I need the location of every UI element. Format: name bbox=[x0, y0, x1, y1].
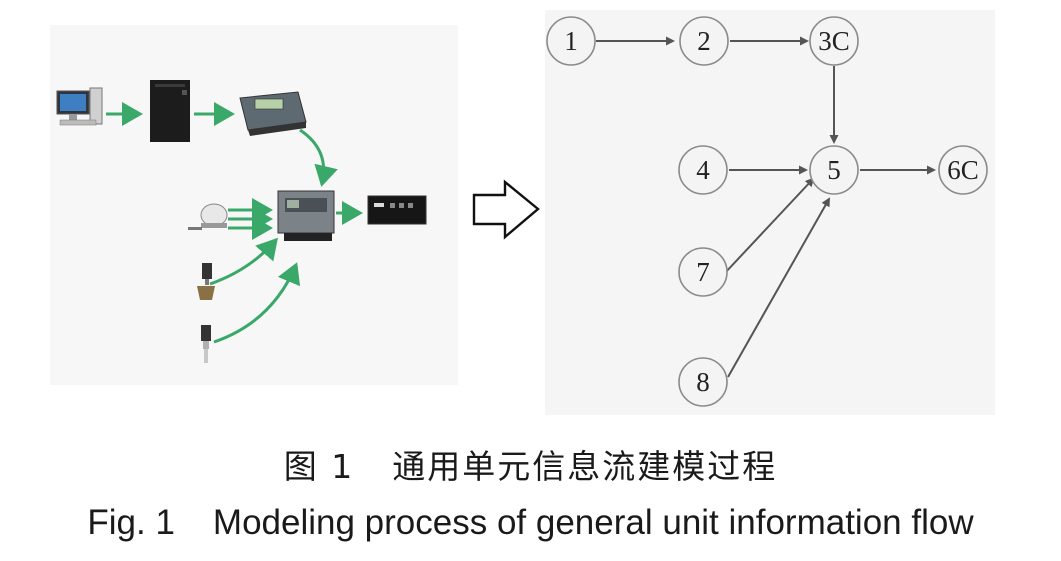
edge-8-5 bbox=[727, 197, 830, 378]
right-panel bbox=[545, 10, 995, 415]
desktop-computer-icon bbox=[56, 87, 103, 126]
output-box-icon bbox=[367, 195, 427, 225]
node-4: 4 bbox=[678, 145, 728, 195]
processing-unit-icon bbox=[277, 190, 335, 241]
caption-cn-number: 图 1 bbox=[283, 447, 355, 486]
controller-module-icon bbox=[239, 91, 307, 136]
node-6c: 6C bbox=[938, 145, 988, 195]
edge-7-5 bbox=[723, 177, 815, 275]
node-7: 7 bbox=[678, 247, 728, 297]
node-1: 1 bbox=[546, 16, 596, 66]
node-5: 5 bbox=[809, 145, 859, 195]
caption-cn-title: 通用单元信息流建模过程 bbox=[392, 447, 778, 486]
probe-sensor-icon bbox=[201, 325, 211, 363]
flow-arrow-probe-unit bbox=[213, 262, 301, 344]
node-7-label: 7 bbox=[696, 257, 710, 287]
hollow-arrow-icon bbox=[472, 179, 540, 240]
graph-edges bbox=[596, 36, 936, 378]
valve-sensor-icon bbox=[197, 263, 215, 300]
server-tower-icon bbox=[150, 80, 190, 142]
caption-english: Fig. 1 Modeling process of general unit i… bbox=[0, 503, 1061, 543]
caption-chinese: 图 1 通用单元信息流建模过程 bbox=[0, 440, 1061, 488]
node-3c-label: 3C bbox=[818, 26, 850, 56]
node-1-label: 1 bbox=[564, 26, 578, 56]
node-8: 8 bbox=[678, 357, 728, 407]
node-4-label: 4 bbox=[696, 155, 710, 185]
flow-arrow-valve-unit bbox=[209, 237, 278, 286]
flow-arrow-controller-unit bbox=[299, 128, 338, 187]
caption-en-number: Fig. 1 bbox=[87, 503, 175, 542]
node-6c-label: 6C bbox=[947, 155, 979, 185]
node-8-label: 8 bbox=[696, 367, 710, 397]
satellite-dome-icon bbox=[188, 203, 228, 230]
node-2-label: 2 bbox=[697, 26, 711, 56]
figure-diagram: 1 2 3C 4 5 6C 7 8 bbox=[56, 10, 995, 415]
caption-en-title: Modeling process of general unit informa… bbox=[212, 503, 974, 542]
node-2: 2 bbox=[679, 16, 729, 66]
node-5-label: 5 bbox=[827, 155, 841, 185]
node-3c: 3C bbox=[809, 16, 859, 66]
